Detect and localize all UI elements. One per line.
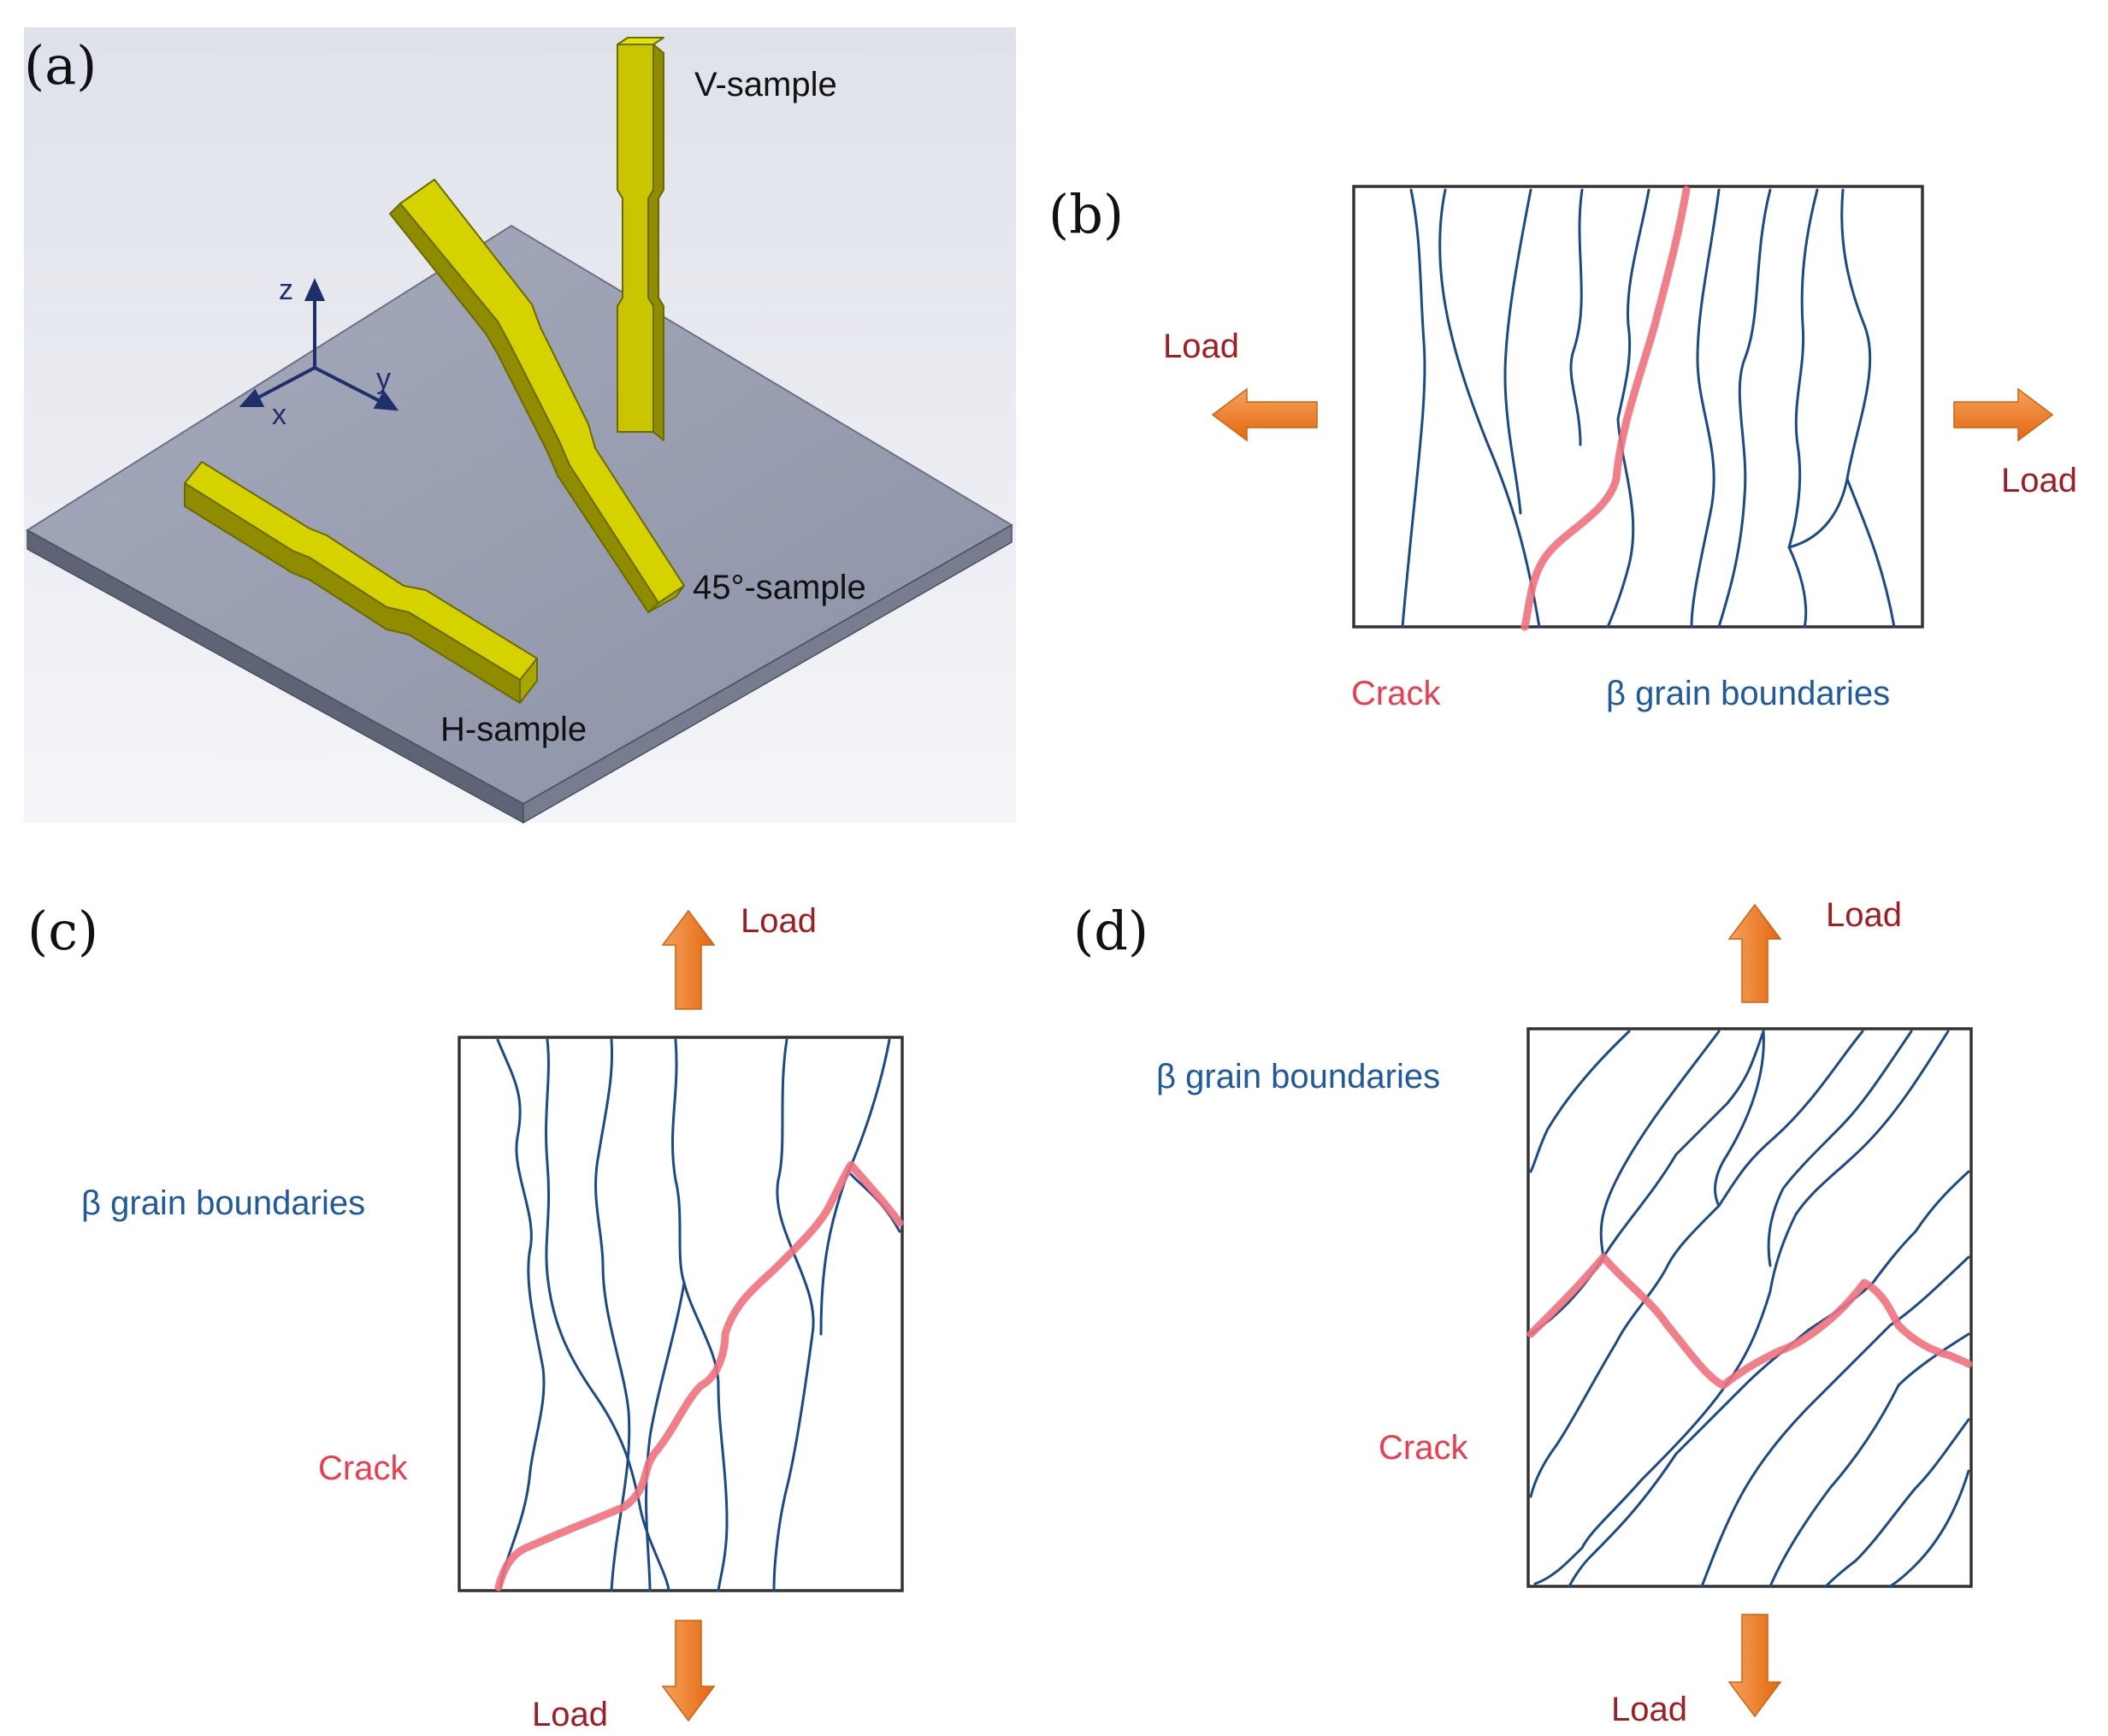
right-load-arrow-icon xyxy=(1953,387,2054,442)
grain-boundary xyxy=(1787,546,1808,629)
grain-boundary xyxy=(847,1170,901,1233)
grain-boundary xyxy=(819,1038,891,1336)
grain-boundary xyxy=(1717,188,1772,629)
grain-boundary xyxy=(1533,1030,1950,1585)
grain-boundary xyxy=(645,1281,686,1592)
h-sample-label: H-sample xyxy=(440,711,587,748)
grain-boundary xyxy=(1714,1030,1765,1208)
coordinate-axes xyxy=(239,278,399,411)
grain-boundary xyxy=(1529,1030,1631,1173)
panel-b-label: (b) xyxy=(1048,183,1124,245)
grain-boundary xyxy=(1503,188,1532,515)
bottom-load-arrow-icon xyxy=(661,1620,716,1722)
grain-boundary xyxy=(1888,1469,1970,1588)
grain-boundary xyxy=(545,1038,670,1592)
grain-boundary xyxy=(1824,1418,1970,1588)
grain-boundary xyxy=(772,1038,815,1592)
grain-boundary xyxy=(1787,188,1872,549)
axis-x-label: x xyxy=(272,399,286,431)
grain-boundary xyxy=(1529,1030,1765,1336)
v-sample xyxy=(617,37,664,441)
grain-boundary xyxy=(1569,188,1584,446)
panel-b-frame xyxy=(1352,185,1924,629)
grain-boundary xyxy=(1616,188,1650,421)
left-load-label: Load xyxy=(1163,328,1239,365)
panel-b-crack xyxy=(1520,186,1691,631)
panel-c-crack xyxy=(494,1160,904,1591)
grain-boundary xyxy=(1700,1255,1970,1588)
grain-boundary xyxy=(1599,1030,1721,1259)
grain-boundary xyxy=(1767,1030,1913,1267)
diagonal-sample-label: 45°-sample xyxy=(693,569,866,606)
grain-boundary xyxy=(1401,188,1426,629)
panel-d-top-load-label: Load xyxy=(1826,896,1902,934)
top-load-arrow-icon xyxy=(661,909,716,1010)
panel-c-grain-label: β grain boundaries xyxy=(81,1184,365,1222)
grain-boundary xyxy=(1845,477,1896,629)
panel-d-grain-label: β grain boundaries xyxy=(1156,1058,1440,1095)
grain-boundary xyxy=(1529,1204,1721,1498)
grain-boundary xyxy=(496,1038,546,1589)
panel-d-grain-boundaries xyxy=(1529,1030,1970,1588)
panel-c-label: (c) xyxy=(27,900,98,962)
panel-d-bottom-load-label: Load xyxy=(1611,1691,1687,1728)
grain-boundary xyxy=(1787,188,1819,549)
panel-d-frame xyxy=(1526,1027,1973,1588)
axis-z-label: z xyxy=(279,274,293,306)
grain-boundary xyxy=(1768,1332,1970,1588)
panel-b-grain-boundaries xyxy=(1401,188,1896,629)
grain-boundary xyxy=(1690,188,1721,629)
top-load-arrow-icon xyxy=(1727,903,1782,1003)
grain-boundary xyxy=(594,1038,631,1592)
panel-c-frame xyxy=(458,1036,904,1592)
panel-d: (d) Load Load β grain boundaries Crack xyxy=(1073,896,1973,1728)
left-load-arrow-icon xyxy=(1211,387,1318,442)
panel-b: (b) Load Load Crack β grain boundaries xyxy=(1048,183,2077,712)
axis-y-label: y xyxy=(376,363,391,395)
right-load-label: Load xyxy=(2001,462,2077,499)
panel-b-grain-label: β grain boundaries xyxy=(1606,675,1890,712)
panel-b-crack-label: Crack xyxy=(1351,675,1441,712)
grain-boundary xyxy=(671,1038,729,1592)
panel-a-label: (a) xyxy=(24,34,97,97)
panel-c-crack-label: Crack xyxy=(318,1450,408,1487)
diagonal-sample xyxy=(389,179,685,613)
build-plate xyxy=(26,224,1013,824)
panel-c: (c) Load Load β grain boundaries Crack xyxy=(27,900,904,1733)
panel-c-bottom-load-label: Load xyxy=(532,1696,608,1733)
grain-boundary xyxy=(1717,1030,1864,1208)
grain-boundary xyxy=(1438,188,1541,629)
panel-d-crack-label: Crack xyxy=(1379,1429,1468,1467)
panel-c-top-load-label: Load xyxy=(741,902,817,940)
bottom-load-arrow-icon xyxy=(1727,1614,1782,1718)
panel-a: (a) z y x xyxy=(24,27,1016,824)
panel-c-grain-boundaries xyxy=(496,1038,901,1592)
h-sample xyxy=(184,461,538,704)
panel-d-crack xyxy=(1526,1253,1973,1390)
panel-d-label: (d) xyxy=(1073,900,1148,962)
v-sample-label: V-sample xyxy=(694,66,837,103)
grain-boundary xyxy=(1568,1170,1970,1588)
